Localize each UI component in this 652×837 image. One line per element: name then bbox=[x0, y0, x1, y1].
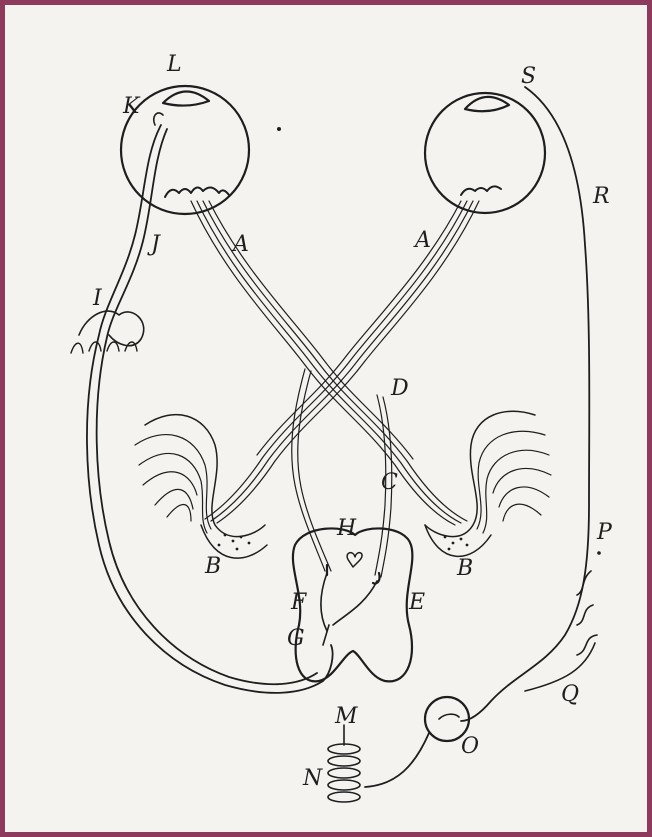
optic-pathway-diagram: L K S R J A A I D C H B B E F G P Q M N … bbox=[10, 10, 652, 837]
spinal-cord-segments bbox=[328, 725, 360, 802]
label-A-left: A bbox=[231, 232, 249, 257]
label-B-right: B bbox=[456, 556, 473, 581]
left-eyeball bbox=[121, 86, 249, 214]
optic-chiasm-fibers bbox=[191, 201, 479, 577]
label-P: P bbox=[596, 520, 613, 545]
label-L: L bbox=[166, 52, 182, 77]
label-E: E bbox=[408, 590, 425, 615]
label-J: J bbox=[147, 232, 161, 257]
right-eyeball bbox=[425, 93, 545, 213]
midbrain-nucleus bbox=[293, 528, 412, 681]
label-F: F bbox=[290, 590, 307, 615]
label-D: D bbox=[390, 376, 409, 401]
label-S: S bbox=[521, 64, 536, 89]
left-eye-lens bbox=[163, 91, 209, 105]
right-geniculate-radiation bbox=[425, 411, 551, 556]
label-I: I bbox=[92, 286, 103, 311]
label-G: G bbox=[287, 626, 305, 651]
label-R: R bbox=[592, 184, 610, 209]
label-B-left: B bbox=[204, 554, 221, 579]
label-Q: Q bbox=[561, 682, 579, 707]
label-A-right: A bbox=[413, 228, 431, 253]
label-H: H bbox=[336, 516, 357, 541]
right-eye-retina bbox=[461, 186, 501, 195]
label-C: C bbox=[381, 470, 398, 495]
label-N: N bbox=[302, 766, 323, 791]
left-geniculate-radiation bbox=[135, 415, 267, 559]
diagram-paper: L K S R J A A I D C H B B E F G P Q M N … bbox=[10, 10, 652, 837]
label-O: O bbox=[461, 734, 479, 759]
left-eye-retina bbox=[165, 187, 203, 197]
label-M: M bbox=[334, 704, 358, 729]
right-eye-lens bbox=[465, 97, 509, 111]
label-K: K bbox=[122, 94, 141, 119]
